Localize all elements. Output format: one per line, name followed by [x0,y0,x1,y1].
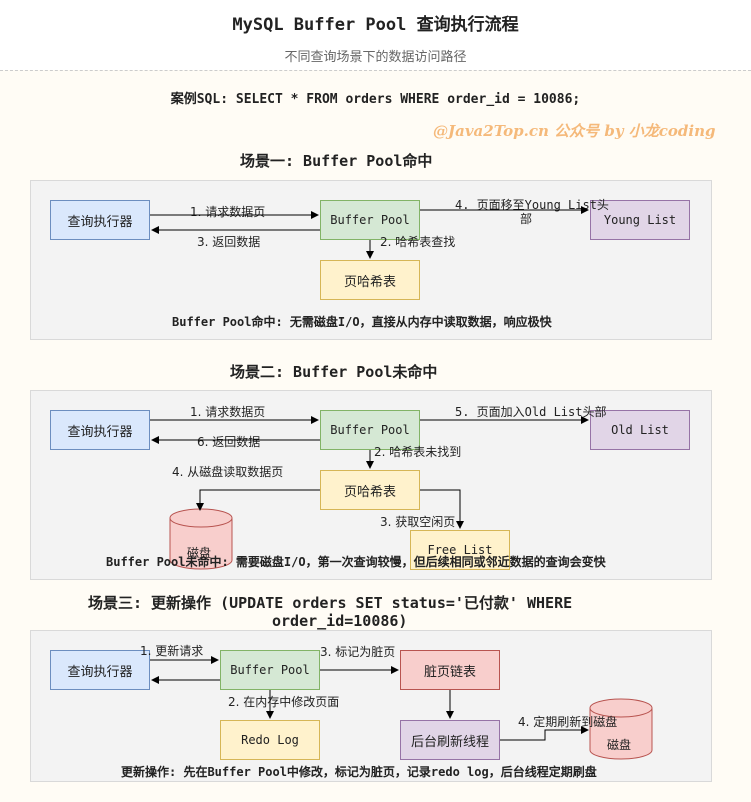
page-title: MySQL Buffer Pool 查询执行流程 [232,15,519,35]
s2-step2-label: 2. 哈希表未找到 [374,445,462,459]
s2-free-list: Free List [410,530,510,570]
scenario2-heading: 场景二: Buffer Pool未命中 [230,363,438,381]
s2-disk-cylinder [169,508,233,570]
s2-page-hash: 页哈希表 [320,470,420,510]
s3-flush-thread: 后台刷新线程 [400,720,500,760]
s1-step4-label: 4. 页面移至Young List头 [455,198,609,212]
s1-step4-label-wrap: 部 [520,212,533,226]
s2-step6-label: 6. 返回数据 [197,435,261,449]
s1-page-hash: 页哈希表 [320,260,420,300]
s2-step5-label: 5. 页面加入Old List头部 [455,405,607,419]
watermark: @Java2Top.cn 公众号 by 小龙coding [433,122,716,140]
s3-step1-label: 1. 更新请求 [140,644,204,658]
scenario3-heading-line1: 场景三: 更新操作 (UPDATE orders SET status='已付款… [88,594,573,612]
s3-dirty-list: 脏页链表 [400,650,500,690]
s3-summary: 更新操作: 先在Buffer Pool中修改，标记为脏页，记录redo log，… [121,765,597,779]
page-subtitle: 不同查询场景下的数据访问路径 [284,50,467,65]
s1-step1-label: 1. 请求数据页 [190,205,266,219]
s2-query-executor: 查询执行器 [50,410,150,450]
s2-old-list: Old List [590,410,690,450]
scenario3-heading-line2: order_id=10086) [272,612,408,630]
s3-step2-label: 2. 在内存中修改页面 [228,695,340,709]
s1-query-executor: 查询执行器 [50,200,150,240]
s2-step4-label: 4. 从磁盘读取数据页 [172,465,284,479]
s3-disk-cylinder [589,698,653,760]
s3-buffer-pool: Buffer Pool [220,650,320,690]
s2-step3-label: 3. 获取空闲页 [380,515,456,529]
s2-disk-label: 磁盘 [187,546,212,560]
sql-caption: 案例SQL: SELECT * FROM orders WHERE order_… [170,92,581,107]
s2-step1-label: 1. 请求数据页 [190,405,266,419]
s1-step3-label: 3. 返回数据 [197,235,261,249]
s3-step4-label: 4. 定期刷新到磁盘 [518,715,618,729]
s2-summary: Buffer Pool未命中: 需要磁盘I/O，第一次查询较慢，但后续相同或邻近… [106,555,606,569]
s3-redo-log: Redo Log [220,720,320,760]
scenario1-heading: 场景一: Buffer Pool命中 [240,152,433,170]
s3-disk-label: 磁盘 [607,738,632,752]
s1-summary: Buffer Pool命中: 无需磁盘I/O，直接从内存中读取数据，响应极快 [172,315,552,329]
s1-young-list: Young List [590,200,690,240]
s1-buffer-pool: Buffer Pool [320,200,420,240]
s2-buffer-pool: Buffer Pool [320,410,420,450]
s1-step2-label: 2. 哈希表查找 [380,235,456,249]
s3-step3-label: 3. 标记为脏页 [320,645,396,659]
s3-query-executor: 查询执行器 [50,650,150,690]
